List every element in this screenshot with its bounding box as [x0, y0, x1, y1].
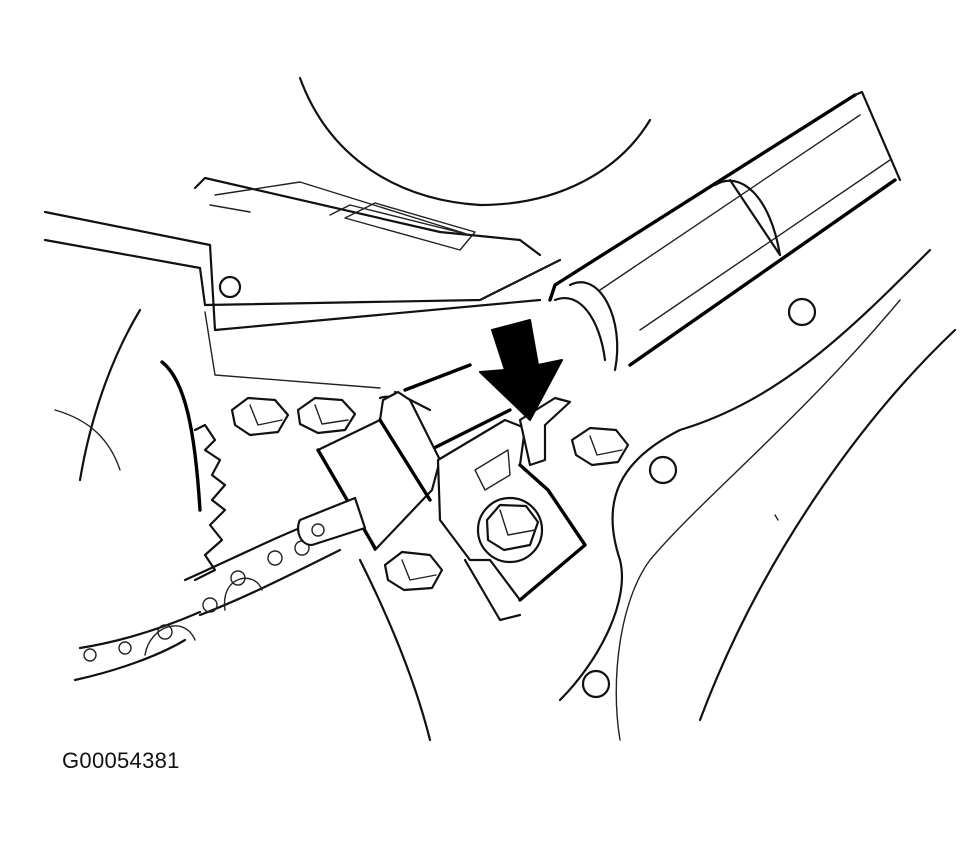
flange-hole-3 [648, 455, 678, 485]
bracket-bolt [476, 496, 544, 564]
flange-hole-2 [787, 297, 817, 327]
guide-bold-curve [160, 360, 202, 512]
casting-pan-outline [193, 176, 542, 257]
gear-bore-arc [78, 308, 142, 482]
case-lower-edge-2 [774, 514, 779, 521]
pointer-arrow [479, 319, 563, 421]
case-flange-right [558, 248, 932, 702]
shaft-collar-2 [553, 281, 619, 372]
flange-hole-4 [581, 669, 611, 699]
hex-bolt-3 [383, 550, 444, 592]
timing-chain [73, 518, 342, 682]
shaft-tube-end [853, 90, 902, 182]
shaft-tube-mid [403, 363, 512, 457]
figure-id-label: G00054381 [62, 748, 180, 773]
case-flange-right-inner [615, 299, 901, 741]
gear-teeth [193, 423, 227, 582]
case-edge-lower [43, 238, 562, 307]
flange-hole-1 [218, 275, 242, 299]
gear-bore-arc-2 [54, 409, 121, 471]
case-edge-shadow [204, 311, 381, 389]
sensor-connector [296, 390, 442, 552]
shaft-collar-1 [713, 178, 782, 257]
hex-bolt-1 [230, 396, 290, 437]
shaft-tube-bottom [628, 178, 897, 367]
hex-bolt-2 [296, 396, 357, 435]
casting-pan-inner [209, 181, 471, 236]
casting-pan-slot [344, 202, 476, 251]
shaft-tube-top [548, 93, 857, 302]
case-flange-right-outer [698, 328, 957, 722]
case-edge-upper [43, 210, 542, 332]
hex-bolt-4 [570, 426, 630, 467]
shaft-tube-inner-1 [599, 114, 891, 331]
bellhousing-arc-top [298, 76, 652, 207]
case-lower-edge [358, 558, 432, 742]
